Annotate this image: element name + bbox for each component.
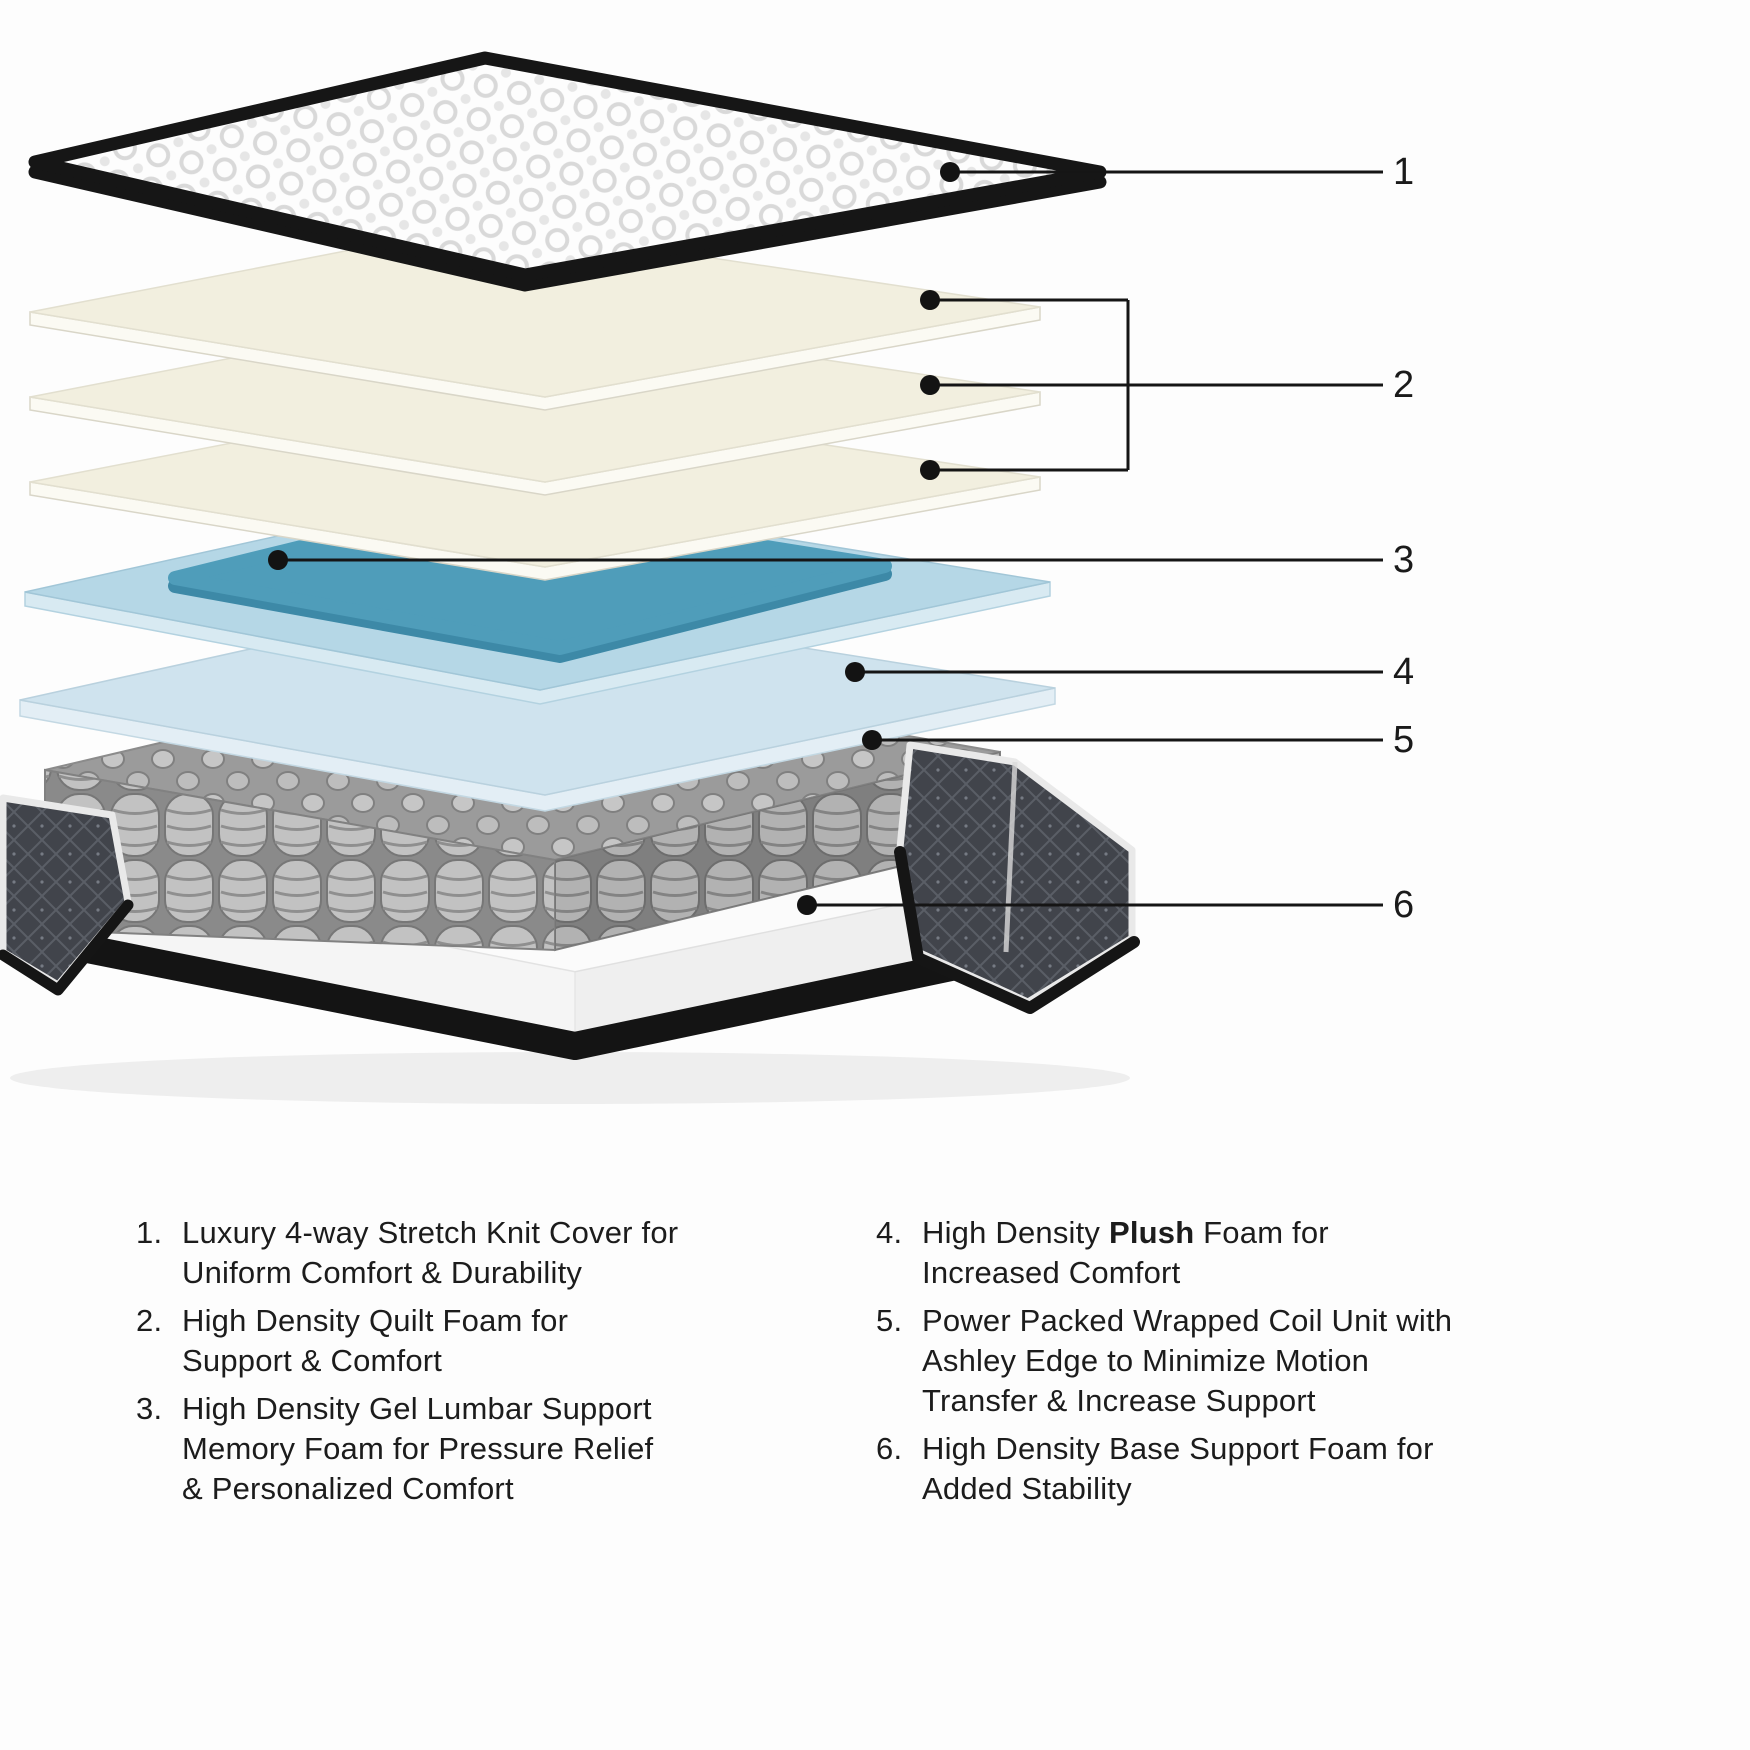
layer-quilt-foam-1 (29, 223, 1041, 411)
callout-number-3: 3 (1393, 539, 1414, 581)
callout-dot-3 (268, 550, 288, 570)
legend-item-3: 3. High Density Gel Lumbar Support Memor… (136, 1389, 836, 1509)
quilt-foam-1-top (29, 223, 1041, 398)
legend-number-5: 5. (876, 1303, 903, 1338)
legend-number-4: 4. (876, 1215, 903, 1250)
legend-line: & Personalized Comfort (182, 1471, 514, 1506)
legend-line: Luxury 4-way Stretch Knit Cover for (182, 1215, 679, 1250)
callout-dot-1 (940, 162, 960, 182)
legend-number-2: 2. (136, 1303, 163, 1338)
legend-item-6: 6. High Density Base Support Foam for Ad… (876, 1429, 1576, 1509)
legend-text-5: Power Packed Wrapped Coil Unit with Ashl… (922, 1301, 1452, 1421)
legend-line: Memory Foam for Pressure Relief (182, 1431, 654, 1466)
legend-item-4: 4. High Density Plush Foam for Increased… (876, 1213, 1576, 1293)
legend-number-6: 6. (876, 1431, 903, 1466)
legend-line: Added Stability (922, 1471, 1132, 1506)
callout-number-5: 5 (1393, 719, 1414, 761)
legend-item-5: 5. Power Packed Wrapped Coil Unit with A… (876, 1301, 1576, 1421)
legend-text-2: High Density Quilt Foam for Support & Co… (182, 1301, 568, 1381)
legend-line: Uniform Comfort & Durability (182, 1255, 583, 1290)
coil-right-face-shade (555, 752, 1000, 950)
legend-item-1: 1. Luxury 4-way Stretch Knit Cover for U… (136, 1213, 836, 1293)
cover-top-face (28, 51, 1107, 282)
callout-dot-6 (797, 895, 817, 915)
legend-line: Ashley Edge to Minimize Motion (922, 1343, 1370, 1378)
legend-line: Power Packed Wrapped Coil Unit with (922, 1303, 1453, 1338)
legend-item-2: 2. High Density Quilt Foam for Support &… (136, 1301, 836, 1381)
left-corner-black-piping (0, 899, 134, 996)
callout-number-6: 6 (1393, 884, 1414, 926)
legend-line: High Density Gel Lumbar Support (182, 1391, 652, 1426)
legend-text-1: Luxury 4-way Stretch Knit Cover for Unif… (182, 1213, 678, 1293)
callout-numbers: 1 2 3 4 5 6 (1393, 151, 1414, 926)
callout-dots (268, 162, 960, 915)
legend-text-3: High Density Gel Lumbar Support Memory F… (182, 1389, 653, 1509)
exploded-mattress-illustration: 1 2 3 4 5 6 (0, 51, 1414, 1104)
legend-line: High Density Quilt Foam for (182, 1303, 569, 1338)
callout-dot-2a (920, 290, 940, 310)
callout-number-1: 1 (1393, 151, 1414, 193)
legend-line: Increased Comfort (922, 1255, 1181, 1290)
callout-dot-5 (862, 730, 882, 750)
legend-line: High Density Plush Foam for (922, 1213, 1329, 1253)
right-corner-trim-line (1003, 761, 1018, 953)
legend-text-4: High Density Plush Foam for Increased Co… (922, 1213, 1329, 1293)
legend-number-1: 1. (136, 1215, 163, 1250)
legend-line-bold: Plush (1108, 1215, 1195, 1250)
legend-line: Support & Comfort (182, 1343, 443, 1378)
legend-line: Transfer & Increase Support (922, 1383, 1316, 1418)
callout-lines (278, 170, 1383, 907)
callout-line-2-bracket (930, 298, 1383, 472)
callout-number-4: 4 (1393, 651, 1414, 693)
legend-text-6: High Density Base Support Foam for Added… (922, 1429, 1434, 1509)
legend-left-column: 1. Luxury 4-way Stretch Knit Cover for U… (136, 1213, 836, 1517)
legend-line-part: High Density (922, 1215, 1109, 1250)
callout-dot-4 (845, 662, 865, 682)
floor-shadow (10, 1052, 1130, 1104)
callout-number-2: 2 (1393, 364, 1414, 406)
legend-number-3: 3. (136, 1391, 163, 1426)
callout-dot-2b (920, 375, 940, 395)
callout-dot-2c (920, 460, 940, 480)
legend-line-part: Foam for (1194, 1215, 1329, 1250)
legend-right-column: 4. High Density Plush Foam for Increased… (876, 1213, 1576, 1517)
legend-line: High Density Base Support Foam for (922, 1431, 1434, 1466)
